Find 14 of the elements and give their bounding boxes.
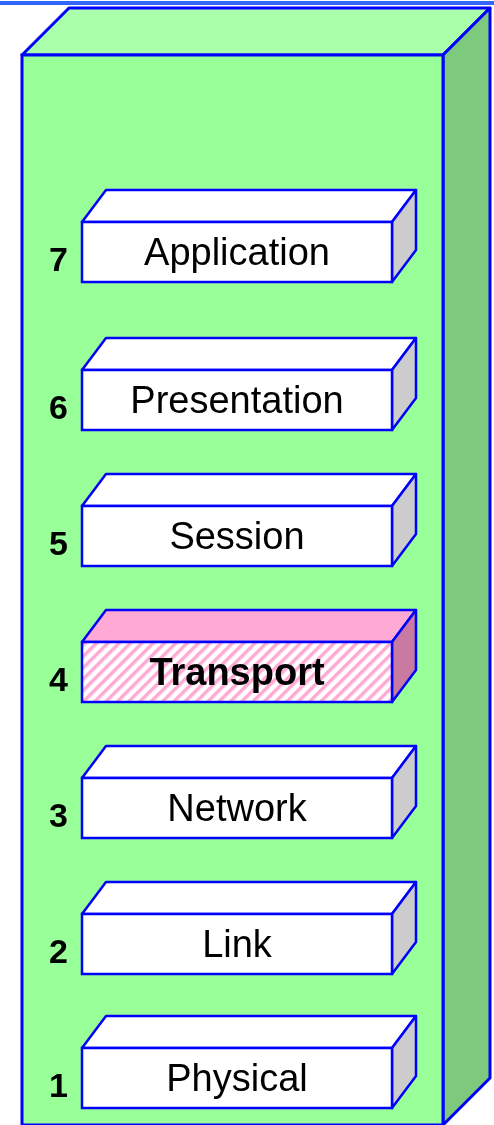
- layer-name: Session: [168, 517, 306, 555]
- layer-number: 2: [49, 934, 68, 968]
- layer-name: Transport: [148, 653, 326, 691]
- layer-name: Presentation: [129, 381, 345, 419]
- layer-number: 3: [49, 798, 68, 832]
- layer-number: 7: [49, 242, 68, 276]
- layer-number: 6: [49, 390, 68, 424]
- layer-name: Physical: [165, 1059, 309, 1097]
- layer-number: 5: [49, 526, 68, 560]
- layer-name: Network: [166, 789, 308, 827]
- layer-name: Link: [201, 925, 273, 963]
- layer-number: 4: [49, 662, 68, 696]
- layer-number: 1: [49, 1068, 68, 1102]
- layer-name: Application: [143, 233, 331, 271]
